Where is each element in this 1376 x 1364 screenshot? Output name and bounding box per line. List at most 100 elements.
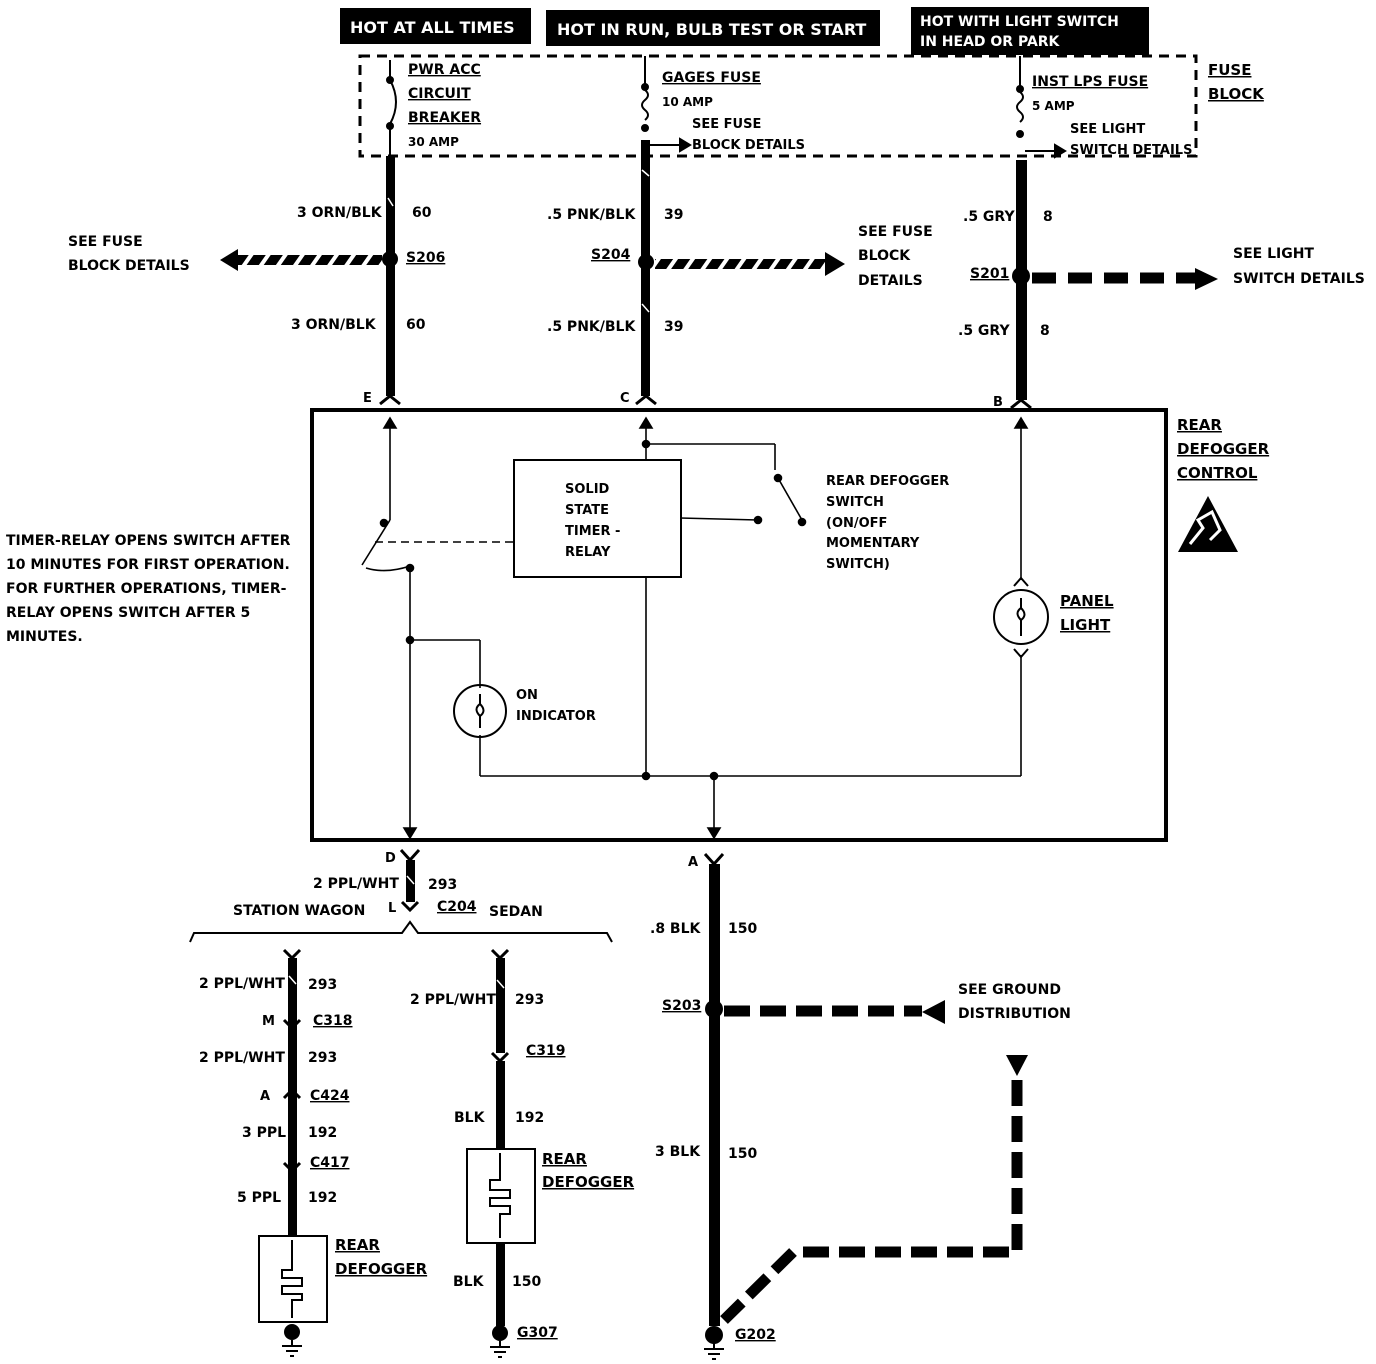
circuit-39-lower: 39 [664, 319, 683, 335]
gages-fuse-label: GAGES FUSE [662, 70, 761, 86]
wire-gry-upper: .5 GRY [963, 209, 1015, 225]
fuse-block-label-2: BLOCK [1208, 85, 1265, 103]
connector-c318-label: C318 [313, 1013, 353, 1029]
circuit-39-upper: 39 [664, 207, 683, 223]
esd-warning-icon [1178, 496, 1238, 552]
wire-ppl-wht-d: 2 PPL/WHT [313, 876, 399, 892]
header-hot-in-run: HOT IN RUN, BULB TEST OR START [546, 10, 880, 46]
see-light-switch-2: SWITCH DETAILS [1070, 143, 1192, 158]
sedan-defogger-label-1: REAR [542, 1150, 587, 1168]
see-light-right-1: SEE LIGHT [1233, 246, 1314, 262]
circuit-60-upper: 60 [412, 205, 432, 221]
splice-s201-label: S201 [970, 266, 1009, 282]
see-light-right-2: SWITCH DETAILS [1233, 271, 1365, 287]
gages-fuse-symbol [641, 56, 692, 153]
splice-s206-label: S206 [406, 250, 445, 266]
connector-c204-label: C204 [437, 899, 477, 915]
splice-s204-label: S204 [591, 247, 631, 263]
header-hot-all-times: HOT AT ALL TIMES [340, 8, 531, 44]
wire-orn-blk-upper: 3 ORN/BLK [297, 205, 383, 221]
solid-state-timer-relay-box [513, 459, 682, 578]
on-indicator-label-2: INDICATOR [516, 709, 596, 724]
fuse-block-outline [358, 54, 1198, 158]
terminal-d [399, 848, 421, 863]
connector-c204-symbol [400, 900, 420, 913]
sedan-defogger-label-2: DEFOGGER [542, 1173, 635, 1191]
wire-08-blk: .8 BLK [650, 921, 702, 937]
breaker-label-3: BREAKER [408, 110, 481, 126]
pin-a-c424: A [260, 1089, 270, 1104]
ground-wire-150 [709, 864, 720, 1326]
on-indicator-bulb-icon [453, 684, 507, 738]
sedan-wire-blk-2: BLK [453, 1274, 485, 1290]
s204-branch-hatched [655, 252, 845, 276]
splice-s203-label: S203 [662, 998, 701, 1014]
on-indicator-label-1: ON [516, 688, 538, 703]
wagon-defogger-label-1: REAR [335, 1236, 380, 1254]
wagon-wire-5-ppl: 5 PPL [237, 1190, 281, 1206]
timer-note-line-5: MINUTES. [6, 629, 83, 645]
terminal-c [635, 394, 657, 406]
control-title-3: CONTROL [1177, 464, 1258, 482]
connector-c424-label: C424 [310, 1088, 350, 1104]
see-fuse-block-1: SEE FUSE [692, 117, 761, 132]
pin-c: C [620, 391, 630, 406]
header-hot-light-line2: IN HEAD OR PARK [920, 34, 1061, 50]
rear-defogger-control-box [310, 408, 1168, 842]
see-fuse-left-2: BLOCK DETAILS [68, 258, 190, 274]
pin-a: A [688, 855, 698, 870]
wagon-circuit-293-2: 293 [308, 1050, 337, 1066]
circuit-150-upper: 150 [728, 921, 757, 937]
pin-m: M [262, 1014, 275, 1029]
s206-branch-hatched [220, 249, 382, 271]
control-internal-wiring [361, 416, 1029, 840]
see-fuse-mid-2: BLOCK [858, 248, 911, 264]
sedan-wire-ppl-wht: 2 PPL/WHT [410, 992, 496, 1008]
s203-branch-dashed [724, 1000, 945, 1024]
pin-b: B [993, 395, 1003, 410]
s201-branch-dashed [1032, 268, 1218, 290]
control-title-1: REAR [1177, 416, 1222, 434]
variant-station-wagon: STATION WAGON [233, 903, 365, 919]
pin-e: E [363, 391, 372, 406]
header-hot-in-run-text: HOT IN RUN, BULB TEST OR START [557, 20, 866, 39]
inst-fuse-label: INST LPS FUSE [1032, 74, 1148, 90]
splice-s201-dot [1012, 267, 1030, 285]
wagon-wire-3-ppl: 3 PPL [242, 1125, 286, 1141]
inst-lps-fuse-symbol [1016, 56, 1067, 159]
gages-fuse-rating: 10 AMP [662, 95, 713, 109]
circuit-293-d: 293 [428, 877, 457, 893]
panel-light-label-1: PANEL [1060, 592, 1114, 610]
sedan-circuit-293: 293 [515, 992, 544, 1008]
see-ground-2: DISTRIBUTION [958, 1006, 1071, 1022]
terminal-e [379, 394, 401, 406]
switch-label-4: MOMENTARY [826, 536, 920, 551]
circuit-8-lower: 8 [1040, 323, 1050, 339]
see-fuse-mid-3: DETAILS [858, 273, 923, 289]
wire-3-blk: 3 BLK [655, 1144, 701, 1160]
timer-note-line-4: RELAY OPENS SWITCH AFTER 5 [6, 605, 250, 621]
connector-c417-label: C417 [310, 1155, 350, 1171]
circuit-150-lower: 150 [728, 1146, 757, 1162]
ground-g307-icon [490, 1325, 510, 1358]
wagon-wire-ppl-wht-2: 2 PPL/WHT [199, 1050, 285, 1066]
connector-c319-label: C319 [526, 1043, 566, 1059]
see-light-switch-1: SEE LIGHT [1070, 122, 1145, 137]
ground-distribution-dashed-path [720, 1055, 1028, 1324]
sedan-circuit-192: 192 [515, 1110, 544, 1126]
variant-sedan: SEDAN [489, 904, 543, 920]
wire-orn-blk-lower: 3 ORN/BLK [291, 317, 377, 333]
timer-label-4: RELAY [565, 545, 611, 560]
wire-pnk-blk-lower: .5 PNK/BLK [547, 319, 636, 335]
see-fuse-left-1: SEE FUSE [68, 234, 143, 250]
see-ground-1: SEE GROUND [958, 982, 1061, 998]
breaker-label-1: PWR ACC [408, 62, 481, 78]
variant-brace [189, 920, 613, 943]
circuit-breaker-symbol [386, 60, 397, 160]
circuit-8-upper: 8 [1043, 209, 1053, 225]
wagon-ground-icon [282, 1324, 302, 1357]
ground-g202-label: G202 [735, 1327, 776, 1343]
switch-label-2: SWITCH [826, 495, 884, 510]
terminal-a [703, 852, 725, 867]
